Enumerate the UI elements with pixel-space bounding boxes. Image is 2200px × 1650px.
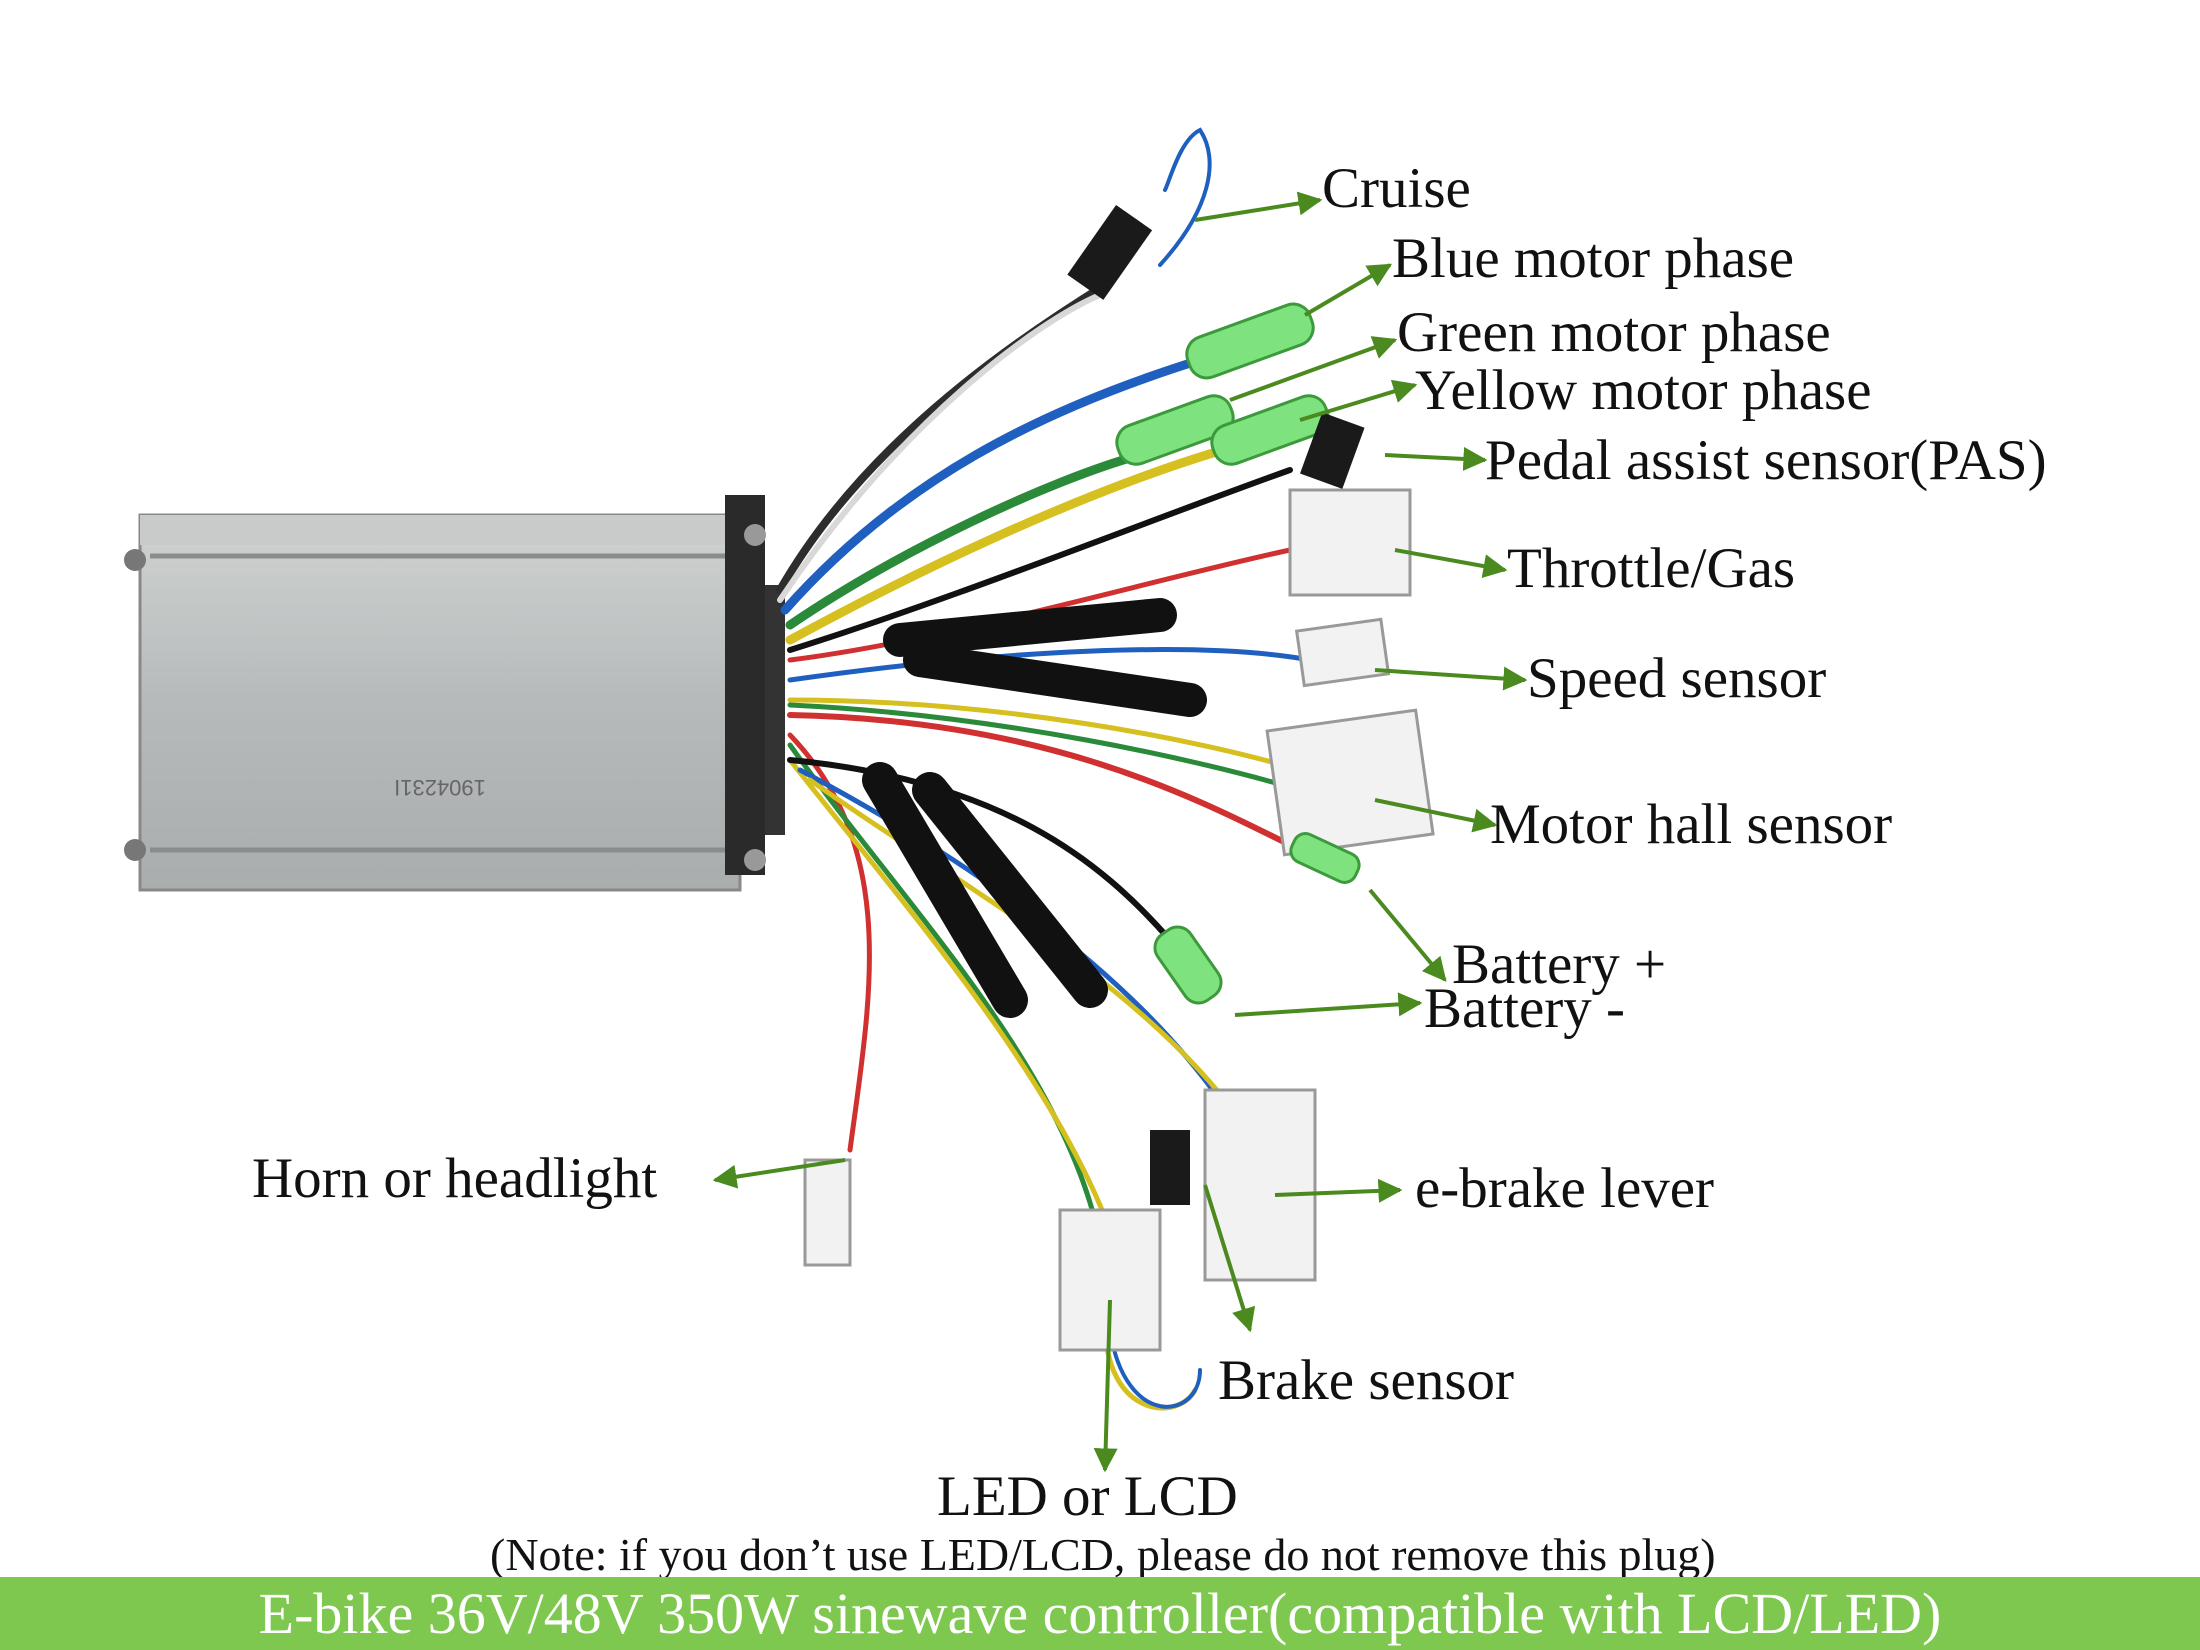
yellow-phase-connector: [1210, 394, 1330, 466]
label-battery-plus: Battery +: [1452, 933, 1667, 996]
label-ebrake-lever: e-brake lever: [1415, 1157, 1715, 1220]
footer-banner: E-bike 36V/48V 350W sinewave controller(…: [0, 1577, 2200, 1650]
battery-minus-connector: [1153, 925, 1223, 1005]
label-battery-minus: Battery -: [1424, 977, 1626, 1040]
led-lcd-note: (Note: if you don’t use LED/LCD, please …: [490, 1529, 1716, 1580]
label-horn-or-headlight: Horn or headlight: [252, 1147, 658, 1210]
controller-serial: 1904231I: [394, 775, 486, 800]
label-arrows: [712, 191, 1528, 1473]
label-brake-sensor: Brake sensor: [1218, 1349, 1514, 1412]
controller-body: 1904231I: [124, 495, 785, 892]
label-green-motor-phase: Green motor phase: [1397, 301, 1831, 364]
brake-sensor-connector: [1150, 1130, 1190, 1205]
cruise-connector: [1067, 204, 1153, 300]
hall-connector: [1265, 708, 1435, 857]
connectors: [803, 204, 1435, 1352]
label-blue-motor-phase: Blue motor phase: [1392, 227, 1795, 290]
green-phase-connector: [1115, 394, 1235, 466]
blue-phase-connector: [1185, 302, 1315, 380]
label-motor-hall-sensor: Motor hall sensor: [1490, 793, 1893, 856]
label-yellow-motor-phase: Yellow motor phase: [1415, 359, 1872, 422]
label-throttle: Throttle/Gas: [1507, 537, 1796, 600]
label-speed-sensor: Speed sensor: [1527, 647, 1827, 710]
ebrake-connector: [1203, 1088, 1317, 1282]
battery-plus-connector: [1289, 832, 1361, 884]
pas-connector: [1300, 412, 1365, 489]
horn-connector: [803, 1158, 852, 1267]
label-pedal-assist-sensor: Pedal assist sensor(PAS): [1485, 429, 2047, 492]
label-cruise: Cruise: [1322, 157, 1471, 220]
speed-connector: [1294, 617, 1391, 688]
wire-bundle: [776, 127, 1313, 1411]
throttle-connector: [1288, 488, 1412, 597]
label-led-or-lcd: LED or LCD: [937, 1465, 1238, 1528]
